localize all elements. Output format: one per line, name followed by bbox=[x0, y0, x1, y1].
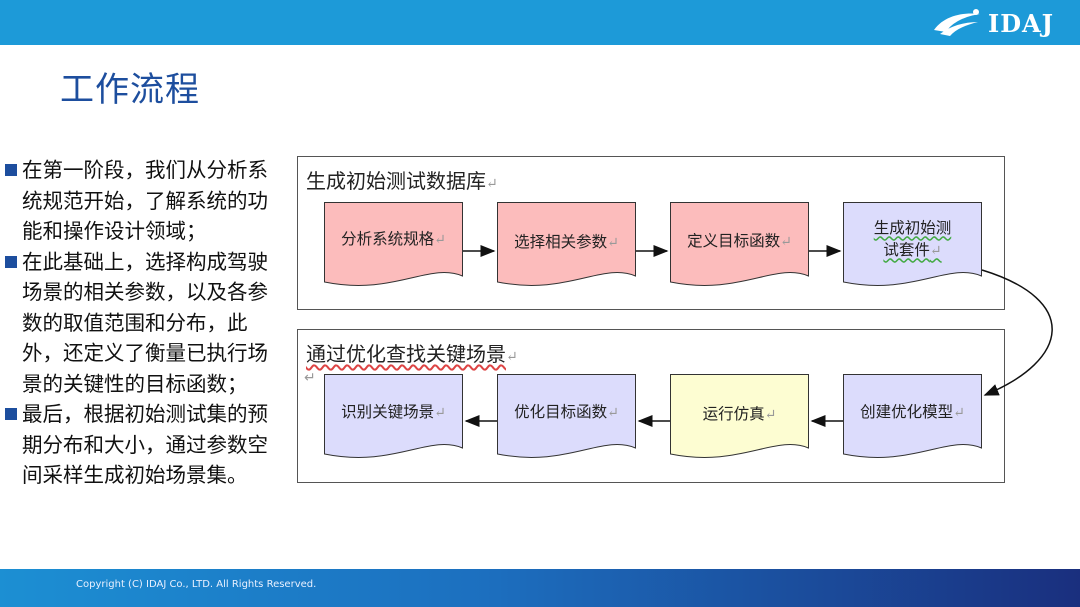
bullet-text: 在第一阶段，我们从分析系统规范开始，了解系统的功能和操作设计领域； bbox=[22, 158, 268, 243]
step-label: 优化目标函数 bbox=[514, 402, 608, 421]
logo-text: IDAJ bbox=[987, 8, 1054, 38]
step-label: 运行仿真 bbox=[702, 404, 765, 423]
square-bullet-icon bbox=[5, 255, 17, 268]
document-shape bbox=[843, 202, 982, 286]
bullet-text: 最后，根据初始测试集的预期分布和大小，通过参数空间采样生成初始场景集。 bbox=[22, 402, 268, 487]
document-shape bbox=[670, 202, 809, 286]
bullet-item: 在此基础上，选择构成驾驶场景的相关参数，以及各参数的取值范围和分布，此外，还定义… bbox=[2, 247, 287, 400]
square-bullet-icon bbox=[5, 408, 17, 420]
page-title: 工作流程 bbox=[60, 70, 200, 110]
step-label: 生成初始测试套件 bbox=[873, 218, 952, 259]
step-label: 选择相关参数 bbox=[514, 232, 608, 251]
copyright-text: Copyright (C) IDAJ Co., LTD. All Rights … bbox=[76, 579, 317, 590]
step-label: 定义目标函数 bbox=[687, 231, 781, 250]
bullet-list: 在第一阶段，我们从分析系统规范开始，了解系统的功能和操作设计领域； 在此基础上，… bbox=[2, 155, 287, 491]
bullet-item: 最后，根据初始测试集的预期分布和大小，通过参数空间采样生成初始场景集。 bbox=[2, 399, 287, 491]
idaj-logo: IDAJ bbox=[930, 8, 1054, 38]
step-label: 创建优化模型 bbox=[860, 402, 954, 421]
step-label: 分析系统规格 bbox=[341, 229, 435, 248]
step-define-objective: 定义目标函数↵ bbox=[670, 202, 809, 294]
step-generate-suite: 生成初始测试套件↵ bbox=[843, 202, 982, 294]
square-bullet-icon bbox=[5, 164, 17, 176]
document-shape bbox=[324, 374, 463, 458]
footer-bar: Copyright (C) IDAJ Co., LTD. All Rights … bbox=[0, 569, 1080, 607]
step-run-simulation: 运行仿真↵ bbox=[670, 374, 809, 466]
step-optimize-objective: 优化目标函数↵ bbox=[497, 374, 636, 466]
step-identify-critical: 识别关键场景↵ bbox=[324, 374, 463, 466]
bullet-item: 在第一阶段，我们从分析系统规范开始，了解系统的功能和操作设计领域； bbox=[2, 155, 287, 247]
bullet-text: 在此基础上，选择构成驾驶场景的相关参数，以及各参数的取值范围和分布，此外，还定义… bbox=[22, 249, 268, 396]
document-shape bbox=[497, 374, 636, 458]
step-create-model: 创建优化模型↵ bbox=[843, 374, 982, 466]
step-analyze-spec: 分析系统规格↵ bbox=[324, 202, 463, 294]
swoosh-icon bbox=[933, 9, 980, 36]
top-bar: IDAJ bbox=[0, 0, 1080, 45]
document-shape bbox=[324, 202, 463, 286]
panel-title: 生成初始测试数据库↵ bbox=[306, 169, 498, 193]
return-mark: ↵ bbox=[304, 370, 316, 386]
document-shape bbox=[670, 374, 809, 458]
panel-title: 通过优化查找关键场景↵ bbox=[306, 342, 518, 366]
document-shape bbox=[497, 202, 636, 286]
step-select-params: 选择相关参数↵ bbox=[497, 202, 636, 294]
step-label: 识别关键场景 bbox=[341, 402, 435, 421]
document-shape bbox=[843, 374, 982, 458]
